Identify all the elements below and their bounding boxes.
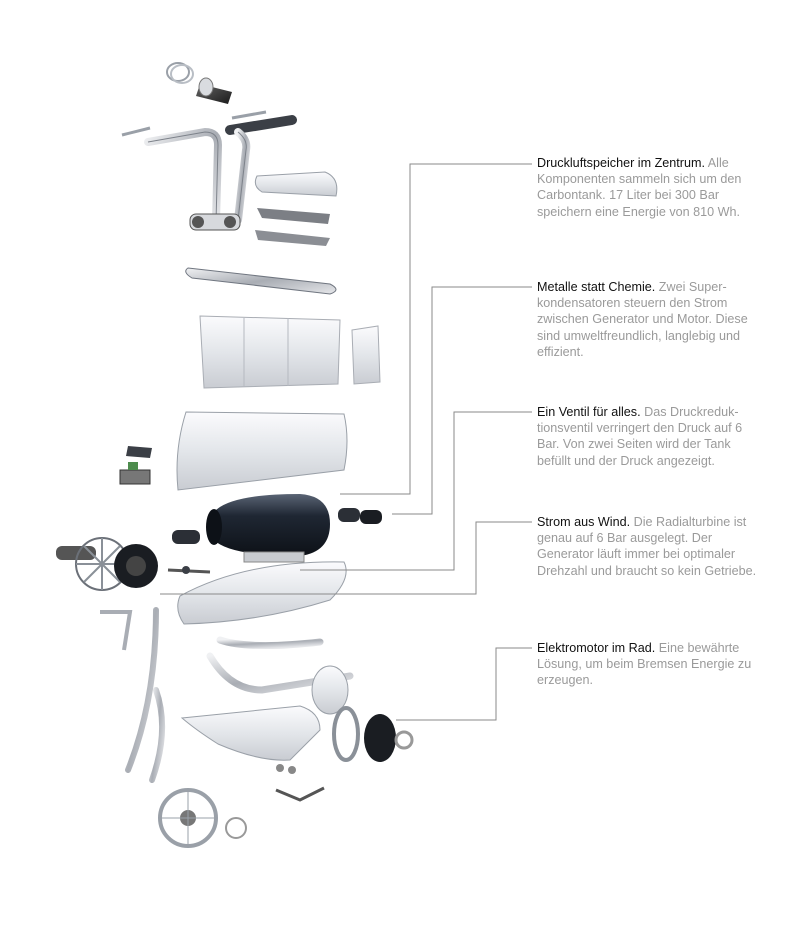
capacitor-housing (199, 315, 381, 389)
fork (100, 607, 166, 783)
callout-heading: Elektromotor im Rad. (537, 641, 656, 655)
callout-body: Das Druckreduk­tionsventil verringert de… (537, 405, 743, 468)
leader-2 (392, 286, 532, 515)
front-wheel (158, 788, 247, 848)
leader-5 (396, 647, 532, 721)
callout-body: Alle Komponenten sammeln sich um den Car… (537, 156, 742, 219)
callout-supercapacitors: Metalle statt Chemie. Zwei Super­kondens… (537, 279, 759, 360)
leader-4 (160, 521, 532, 595)
tube-frame (206, 636, 354, 715)
callout-pressure-tank: Druckluftspeicher im Zentrum. Alle Kompo… (537, 155, 759, 220)
hardware (275, 764, 325, 802)
body-shell (176, 411, 348, 491)
callout-body: Zwei Super­kondensatoren steuern den Str… (537, 280, 748, 359)
handle-bar-rail (185, 267, 337, 295)
radial-turbine (56, 537, 211, 591)
callout-body: Die Radialturbine ist genau auf 6 Bar au… (537, 515, 757, 578)
callout-body: Eine bewährte Lösung, um beim Bremsen En… (537, 641, 752, 688)
callout-heading: Ein Ventil für alles. (537, 405, 641, 419)
callout-heading: Druckluftspeicher im Zentrum. (537, 156, 705, 170)
callout-heading: Strom aus Wind. (537, 515, 631, 529)
small-components (119, 446, 152, 485)
top-cover-panels (254, 171, 338, 246)
callout-hub-motor: Elektromotor im Rad. Eine bewährte Lösun… (537, 640, 759, 689)
frame-tray (177, 561, 347, 625)
leader-lines (160, 163, 532, 721)
grip-parts (166, 62, 232, 104)
carbon-tank (172, 494, 330, 563)
callout-turbine: Strom aus Wind. Die Radialturbine ist ge… (537, 514, 759, 579)
hub-motor (332, 706, 414, 762)
callout-heading: Metalle statt Chemie. (537, 280, 656, 294)
handlebar (121, 110, 297, 231)
capacitor-rolls (338, 508, 382, 524)
floor-tray (180, 705, 321, 761)
leader-1 (340, 163, 532, 495)
callout-valve: Ein Ventil für alles. Das Druckreduk­tio… (537, 404, 759, 469)
leader-3 (300, 411, 532, 571)
